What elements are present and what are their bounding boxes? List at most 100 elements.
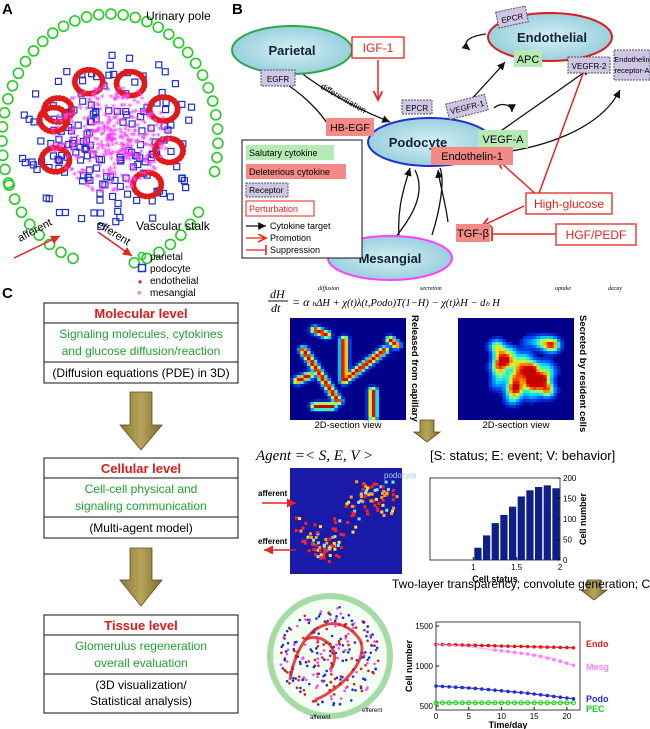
svg-text:*: * bbox=[77, 154, 82, 165]
svg-text:*: * bbox=[119, 147, 124, 158]
svg-text:*: * bbox=[119, 129, 124, 140]
molecular-desc-1: Signaling molecules, cytokines bbox=[59, 327, 222, 341]
svg-text:*: * bbox=[103, 147, 108, 158]
tgfb-cytokine bbox=[456, 224, 490, 242]
svg-text:*: * bbox=[68, 111, 73, 122]
svg-text:*: * bbox=[85, 133, 90, 144]
point bbox=[552, 657, 556, 662]
svg-text:*: * bbox=[87, 115, 92, 126]
endothelin1-label: Endothelin-1 bbox=[441, 151, 503, 163]
bar-6 bbox=[526, 490, 534, 560]
svg-text:*: * bbox=[141, 156, 146, 167]
svg-text:*: * bbox=[119, 172, 124, 183]
line-ytick: 1000 bbox=[415, 662, 433, 671]
cellular-method: (Multi-agent model) bbox=[89, 521, 192, 535]
legend-parietal: parietal bbox=[150, 252, 183, 263]
svg-text:*: * bbox=[134, 154, 139, 165]
bar-ytick: 100 bbox=[563, 515, 577, 524]
svg-text:*: * bbox=[90, 185, 95, 196]
svg-text:*: * bbox=[77, 169, 82, 180]
point bbox=[506, 689, 510, 694]
transparency-line: Two-layer transparency; convolute genera… bbox=[392, 577, 650, 591]
svg-text:*: * bbox=[87, 178, 92, 189]
svg-text:*: * bbox=[133, 152, 138, 163]
svg-text:*: * bbox=[89, 165, 94, 176]
svg-text:*: * bbox=[95, 128, 100, 139]
svg-text:*: * bbox=[51, 131, 56, 142]
svg-text:*: * bbox=[86, 114, 91, 125]
glomerulus-scatter: ****************************************… bbox=[0, 8, 224, 269]
svg-text:*: * bbox=[132, 131, 137, 142]
svg-text:*: * bbox=[138, 169, 143, 180]
point bbox=[571, 697, 576, 701]
svg-text:*: * bbox=[97, 127, 102, 138]
tgfb-to-podocyte-arrow bbox=[435, 169, 449, 223]
svg-text:*: * bbox=[106, 132, 111, 143]
svg-text:*: * bbox=[91, 121, 96, 132]
svg-text:*: * bbox=[102, 128, 107, 139]
svg-text:*: * bbox=[91, 100, 96, 111]
cellular-level-box: Cellular level Cell-cell physical and si… bbox=[43, 457, 239, 539]
svg-text:*: * bbox=[125, 150, 130, 161]
svg-text:*: * bbox=[114, 149, 119, 160]
svg-text:*: * bbox=[120, 144, 125, 155]
svg-text:*: * bbox=[63, 141, 68, 152]
svg-text:*: * bbox=[166, 127, 171, 138]
svg-text:*: * bbox=[117, 107, 122, 118]
svg-text:*: * bbox=[70, 118, 75, 129]
legend-mesg: Mesg bbox=[586, 662, 609, 672]
glomerulus-3d-view bbox=[267, 593, 393, 719]
tissue-desc-2: overall evaluation bbox=[94, 656, 187, 670]
svg-text:*: * bbox=[127, 102, 132, 113]
svg-text:*: * bbox=[121, 176, 126, 187]
point bbox=[558, 659, 563, 663]
svg-text:*: * bbox=[82, 115, 87, 126]
point bbox=[460, 685, 464, 690]
svg-text:*: * bbox=[112, 95, 117, 106]
svg-text:*: * bbox=[158, 110, 163, 121]
legend-podo: Podo bbox=[586, 694, 609, 704]
urinary-pole-label: Urinary pole bbox=[146, 9, 211, 23]
svg-text:*: * bbox=[95, 120, 100, 131]
svg-text:*: * bbox=[106, 146, 111, 157]
svg-text:*: * bbox=[63, 115, 68, 126]
svg-text:*: * bbox=[91, 92, 96, 103]
svg-text:*: * bbox=[150, 144, 155, 155]
svg-text:*: * bbox=[103, 111, 108, 122]
glom-efferent-label: efferent bbox=[362, 708, 383, 714]
svg-text:*: * bbox=[106, 132, 111, 143]
bar-3 bbox=[500, 514, 508, 560]
point bbox=[538, 654, 543, 659]
svg-text:*: * bbox=[80, 167, 85, 178]
eq-lhs-top: dH bbox=[270, 287, 286, 301]
svg-text:*: * bbox=[116, 85, 121, 96]
svg-text:*: * bbox=[151, 164, 156, 175]
svg-text:*: * bbox=[108, 131, 113, 142]
differentiation-arrow bbox=[299, 71, 391, 123]
panel-b: B Parietal Endothel bbox=[231, 1, 650, 281]
svg-text:*: * bbox=[56, 157, 61, 168]
tissue-level-box: Tissue level Glomerulus regeneration ove… bbox=[43, 614, 239, 714]
point bbox=[532, 645, 536, 649]
svg-text:*: * bbox=[95, 136, 100, 147]
svg-text:*: * bbox=[121, 117, 126, 128]
bar-7 bbox=[535, 487, 543, 560]
endothelin1-cytokine bbox=[431, 147, 513, 165]
bar-ytick: 150 bbox=[563, 495, 577, 504]
svg-text:*: * bbox=[100, 144, 105, 155]
point bbox=[565, 645, 569, 650]
svg-text:*: * bbox=[121, 151, 126, 162]
svg-text:*: * bbox=[157, 140, 162, 151]
svg-text:*: * bbox=[156, 132, 161, 143]
svg-text:*: * bbox=[160, 126, 165, 137]
point bbox=[519, 651, 523, 655]
svg-text:*: * bbox=[141, 135, 146, 146]
svg-text:*: * bbox=[152, 166, 157, 177]
point bbox=[433, 700, 439, 706]
svg-text:*: * bbox=[119, 101, 124, 112]
svg-text:*: * bbox=[103, 149, 108, 160]
svg-text:*: * bbox=[159, 142, 164, 153]
svg-text:*: * bbox=[108, 126, 113, 137]
svg-text:*: * bbox=[122, 141, 127, 152]
